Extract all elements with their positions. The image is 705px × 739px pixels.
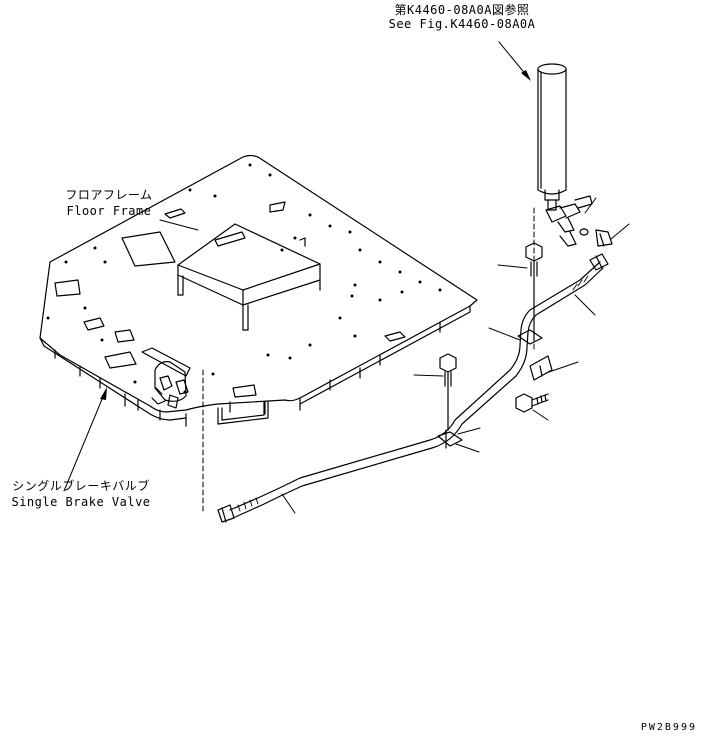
floor-frame-label-jp: フロアフレーム [65,188,153,202]
brake-valve-label-en: Single Brake Valve [11,495,151,509]
floor-frame-label-en: Floor Frame [66,204,152,218]
brake-pipe [217,253,609,523]
single-brake-valve [141,347,191,409]
bolts-and-clamps [437,242,553,449]
reference-label-en: See Fig.K4460-08A0A [388,17,536,31]
drawing-code: PW2B999 [640,722,697,733]
floor-frame [39,154,478,427]
brake-valve-label-jp: シングルブレーキバルブ [12,479,150,493]
center-lines [202,207,535,513]
reference-label-jp: 第K4460-08A0A図参照 [394,3,530,17]
arrowheads [100,70,531,400]
reservoir-tank [537,63,613,247]
callout-lines [63,41,630,514]
